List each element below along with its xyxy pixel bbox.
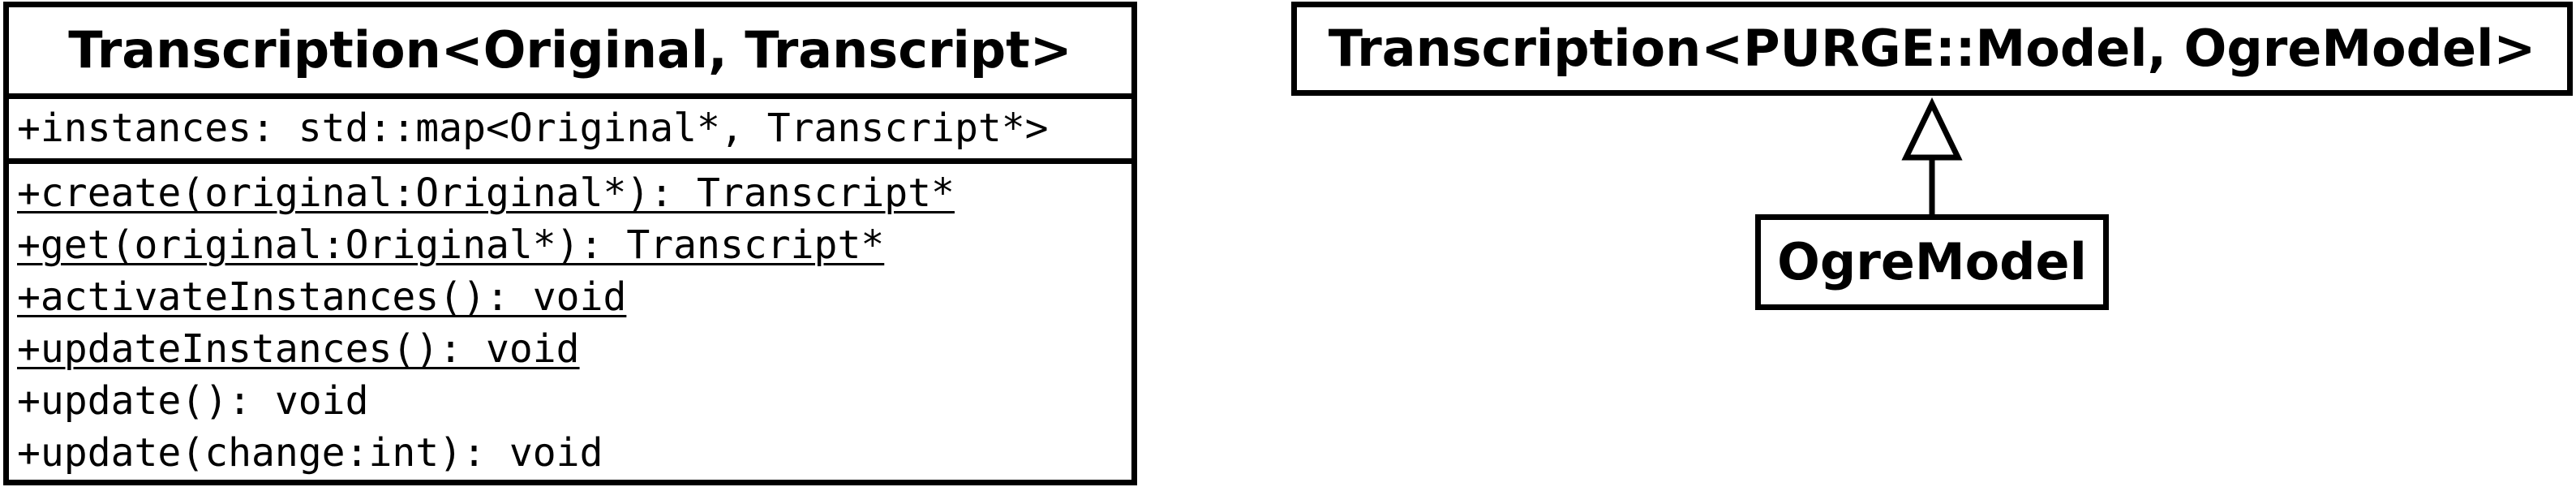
operation-update: +update(): void (17, 378, 369, 424)
uml-class-ogremodel: OgreModel (1755, 214, 2109, 310)
operation-create: +create(original:Original*): Transcript* (17, 170, 955, 216)
uml-class-transcription-template: Transcription<Original, Transcript> +ins… (3, 2, 1137, 485)
operation-activate-instances: +activateInstances(): void (17, 274, 627, 320)
operation-update-change: +update(change:int): void (17, 430, 603, 476)
uml-class-transcription-purge-model: Transcription<PURGE::Model, OgreModel> (1291, 2, 2573, 96)
hollow-triangle-arrowhead-icon (1901, 97, 1963, 161)
class-name: Transcription<PURGE::Model, OgreModel> (1328, 19, 2536, 78)
attribute-instances: +instances: std::map<Original*, Transcri… (17, 106, 1049, 151)
operation-update-instances: +updateInstances(): void (17, 326, 580, 372)
attributes-compartment: +instances: std::map<Original*, Transcri… (9, 93, 1131, 158)
class-name: Transcription<Original, Transcript> (68, 20, 1072, 80)
operations-compartment: +create(original:Original*): Transcript*… (9, 158, 1131, 479)
operation-get: +get(original:Original*): Transcript* (17, 222, 885, 268)
class-name: OgreModel (1777, 232, 2087, 291)
